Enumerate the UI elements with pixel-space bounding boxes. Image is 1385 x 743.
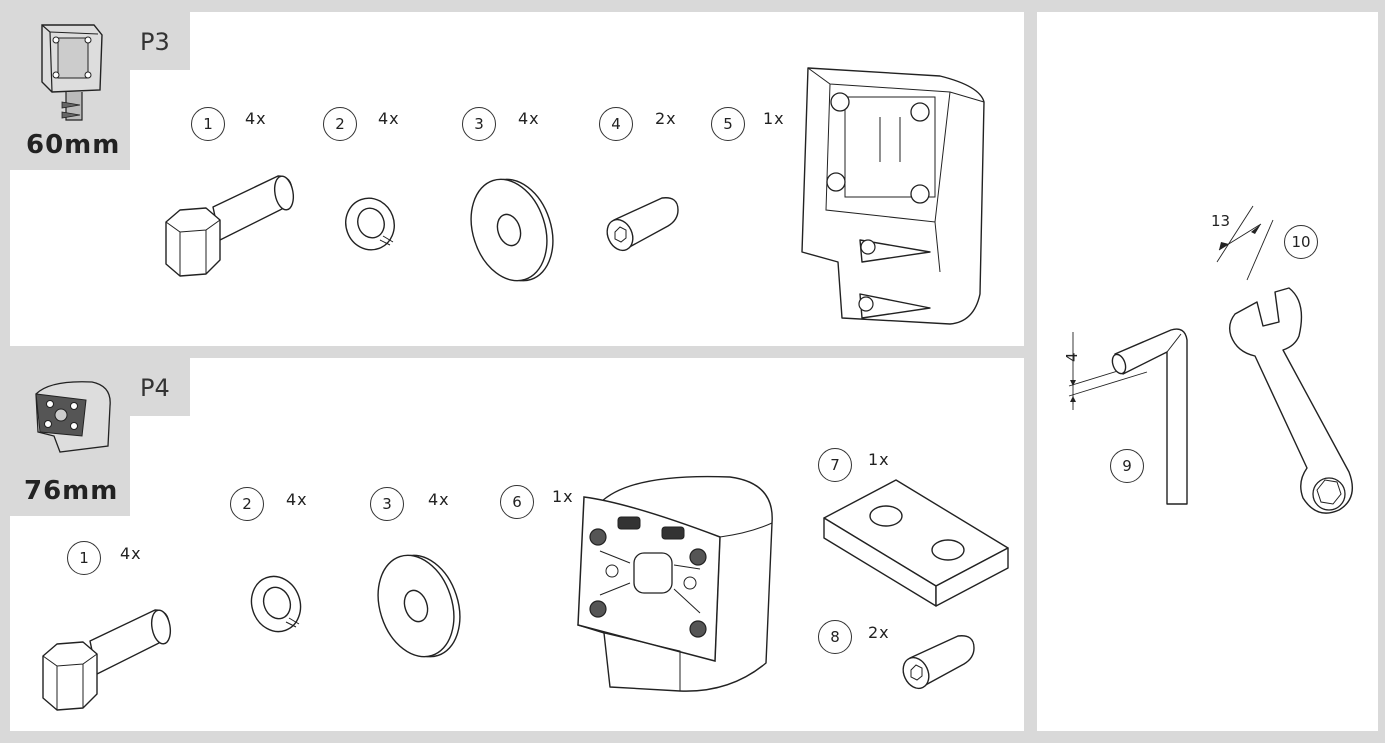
spring-washer-icon: [345, 197, 395, 251]
part-quantity: 1x: [763, 109, 785, 128]
tool-number-badge: 10: [1284, 225, 1318, 259]
backing-plate-icon: [823, 479, 1009, 607]
part-quantity: 4x: [518, 109, 540, 128]
part-quantity: 2x: [868, 623, 890, 642]
wrench-icon: 13: [1211, 205, 1353, 514]
part-number-badge: 4: [599, 107, 633, 141]
part-quantity: 4x: [286, 490, 308, 509]
part-number-badge: 3: [370, 487, 404, 521]
part-number-badge: 8: [818, 620, 852, 654]
part-number-badge: 7: [818, 448, 852, 482]
svg-text:4: 4: [1063, 352, 1081, 362]
set-screw-icon: [606, 197, 679, 252]
part-number-badge: 2: [230, 487, 264, 521]
part-quantity: 4x: [428, 490, 450, 509]
part-number-badge: 2: [323, 107, 357, 141]
part-number-badge: 1: [191, 107, 225, 141]
section-p3: P3 60mm 1 4x 2 4x 3 4x 4 2x 5 1x: [10, 12, 1024, 346]
tools-section: 9 10 4 13: [1037, 12, 1378, 731]
part-quantity: 2x: [655, 109, 677, 128]
label-tab: [130, 12, 190, 70]
part-quantity: 1x: [552, 487, 574, 506]
svg-text:13: 13: [1211, 212, 1230, 230]
hex-key-icon: 4: [1063, 328, 1188, 505]
part-quantity: 1x: [868, 450, 890, 469]
part-number-badge: 6: [500, 485, 534, 519]
part-number-badge: 3: [462, 107, 496, 141]
part-quantity: 4x: [120, 544, 142, 563]
tool-number-badge: 9: [1110, 449, 1144, 483]
size-label: 76mm: [24, 476, 119, 506]
p3-thumbnail-icon: [41, 24, 103, 121]
part-number-badge: 1: [67, 541, 101, 575]
hex-bolt-icon: [165, 175, 295, 277]
part-quantity: 4x: [378, 109, 400, 128]
label-tab: [130, 358, 190, 416]
bracket-housing-icon: [801, 67, 985, 325]
part-number-badge: 5: [711, 107, 745, 141]
spring-washer-icon: [250, 575, 302, 633]
mount-block-icon: [577, 475, 773, 692]
set-screw-icon: [902, 635, 975, 690]
section-label: P3: [140, 28, 170, 56]
section-p4: P4 76mm 1 4x 2 4x 3 4x 6 1x 7 1x 8 2x: [10, 358, 1024, 731]
size-label: 60mm: [26, 130, 121, 160]
flat-washer-icon: [377, 554, 461, 658]
hex-bolt-icon: [42, 609, 172, 711]
part-quantity: 4x: [245, 109, 267, 128]
section-label: P4: [140, 374, 170, 402]
flat-washer-icon: [470, 178, 554, 282]
p4-thumbnail-icon: [35, 381, 111, 453]
